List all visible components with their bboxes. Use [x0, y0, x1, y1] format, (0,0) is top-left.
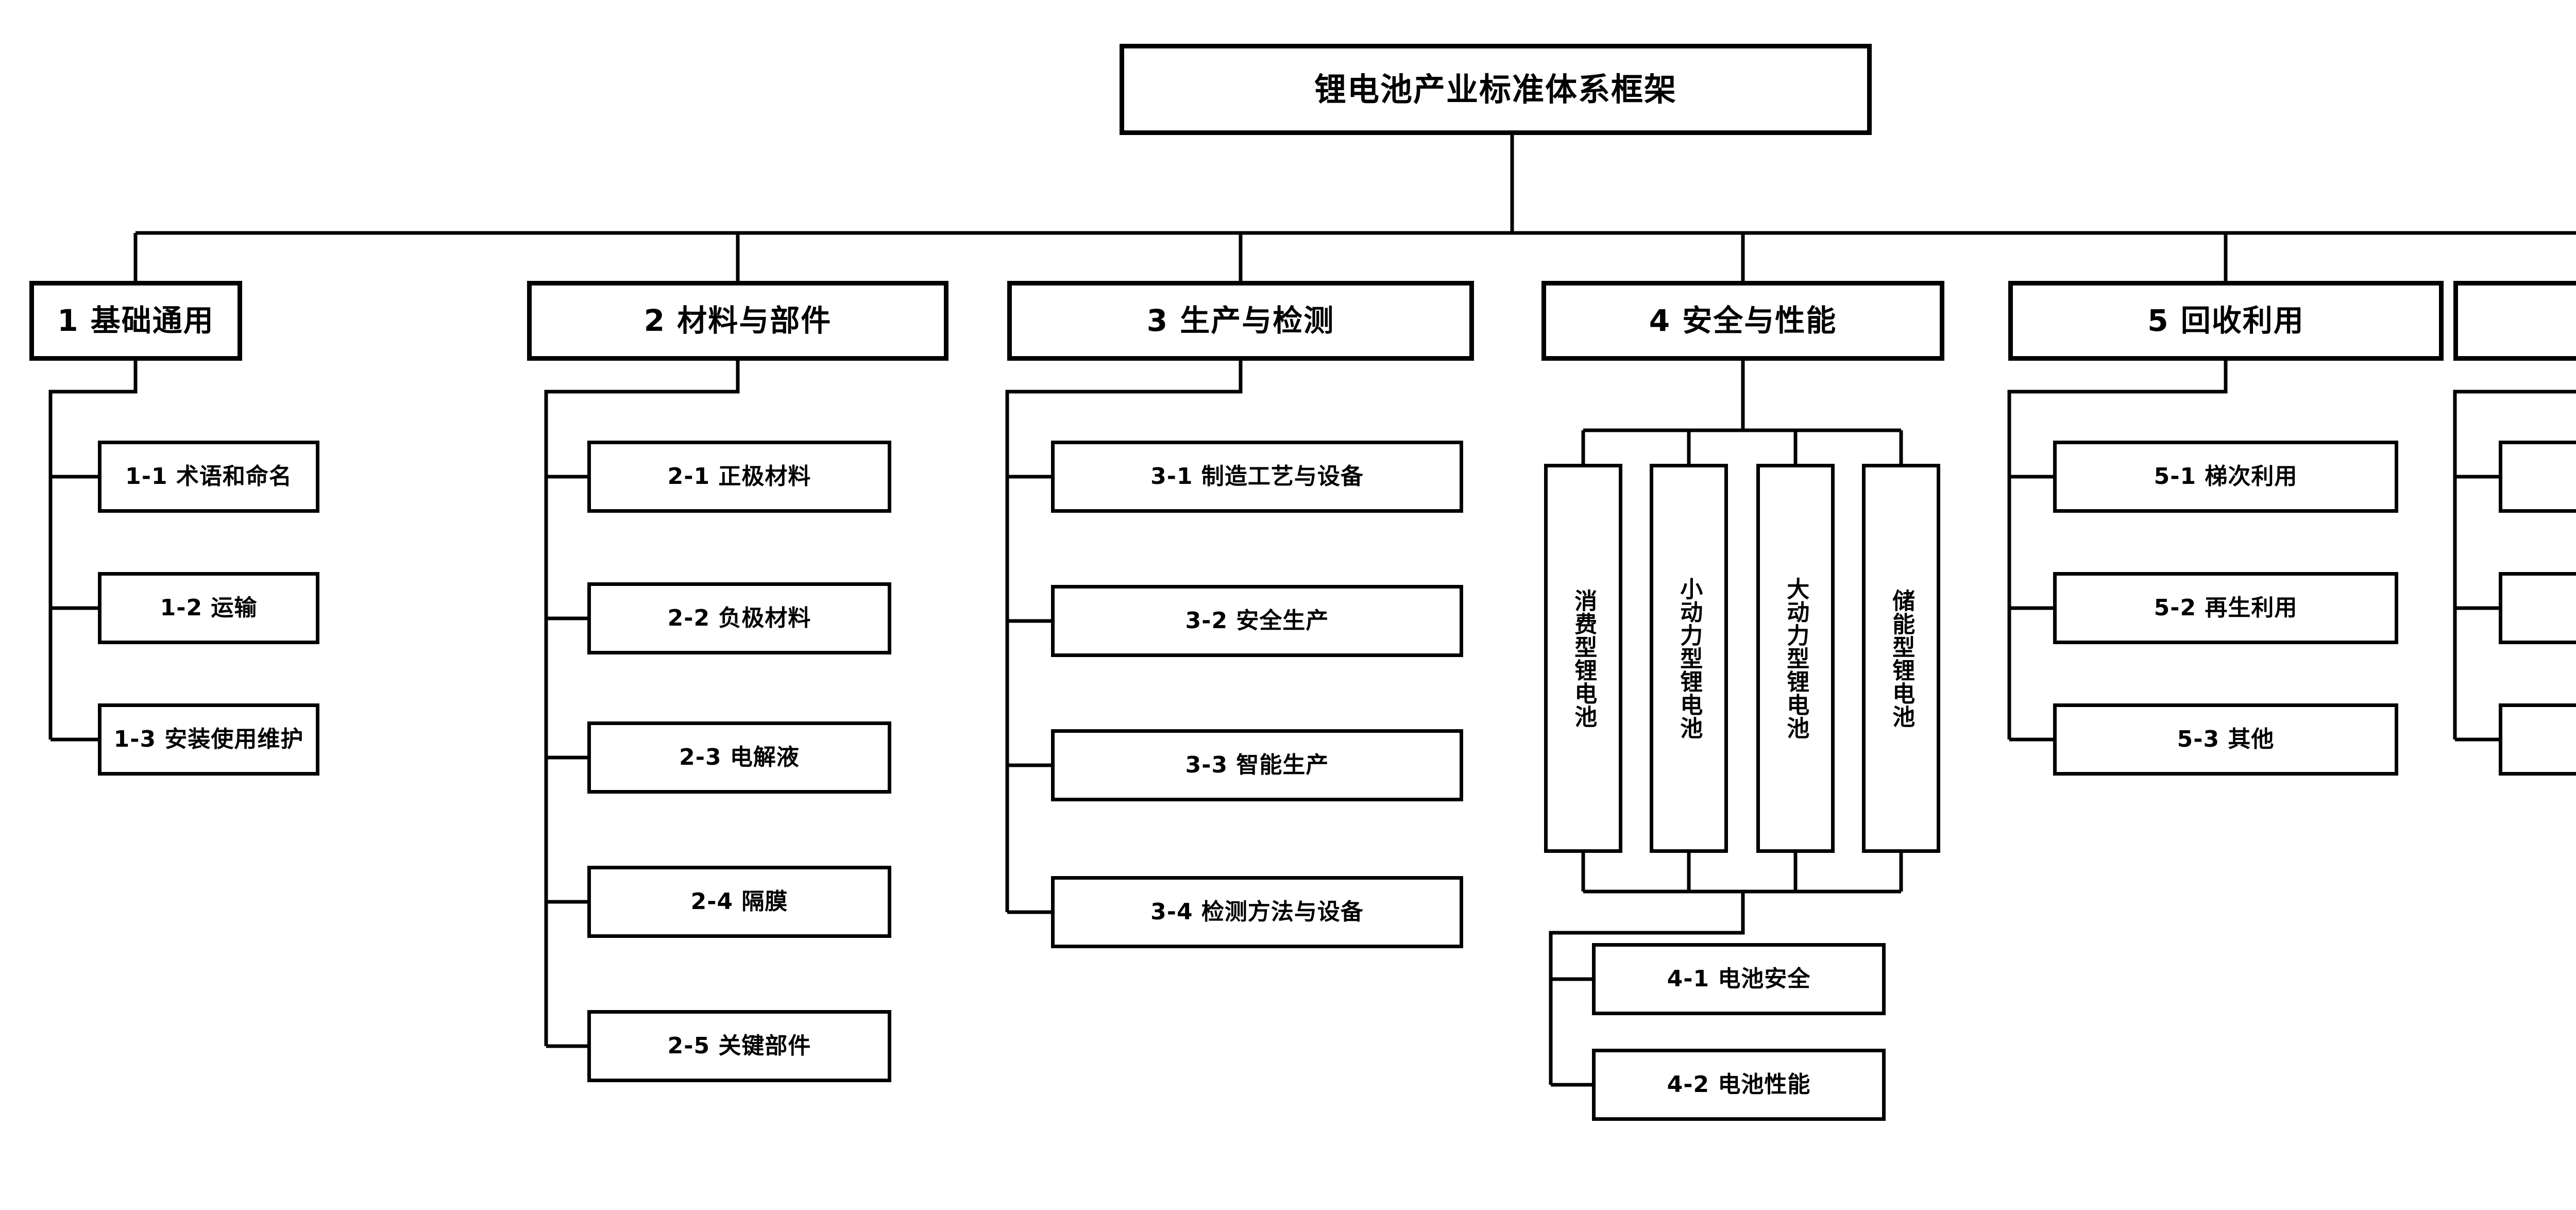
root-node-label: 锂电池产业标准体系框架 [1314, 70, 1677, 108]
node-4-1-label: 4-1 电池安全 [1667, 965, 1811, 992]
node-5-1[interactable]: 5-1 梯次利用 [2053, 441, 2398, 513]
node-5-1-label: 5-1 梯次利用 [2154, 463, 2298, 490]
node-3-3-label: 3-3 智能生产 [1185, 751, 1329, 778]
branch-5-node[interactable]: 5 回收利用 [2008, 281, 2444, 361]
branch-3-label: 3 生产与检测 [1146, 303, 1335, 339]
root-node[interactable]: 锂电池产业标准体系框架 [1120, 44, 1872, 135]
node-4-type-large-power-label: 大动力型锂电池 [1783, 577, 1809, 740]
branch-1-label: 1 基础通用 [57, 303, 214, 339]
node-4-type-consumer[interactable]: 消费型锂电池 [1544, 464, 1622, 853]
node-3-1[interactable]: 3-1 制造工艺与设备 [1051, 441, 1463, 513]
node-4-type-consumer-label: 消费型锂电池 [1570, 589, 1597, 728]
node-6-1[interactable]: 6-1 能源消耗限额 [2499, 441, 2576, 513]
node-1-2[interactable]: 1-2 运输 [98, 572, 319, 644]
node-1-1[interactable]: 1-1 术语和命名 [98, 441, 319, 513]
branch-4-node[interactable]: 4 安全与性能 [1541, 281, 1944, 361]
node-3-2-label: 3-2 安全生产 [1185, 607, 1329, 634]
node-4-type-large-power[interactable]: 大动力型锂电池 [1756, 464, 1835, 853]
branch-4-label: 4 安全与性能 [1649, 303, 1837, 339]
branch-2-node[interactable]: 2 材料与部件 [527, 281, 948, 361]
node-6-3[interactable]: 6-3 管理与评价 [2499, 703, 2576, 776]
node-2-5-label: 2-5 关键部件 [667, 1032, 811, 1059]
node-4-type-small-power-label: 小动力型锂电池 [1676, 577, 1703, 740]
node-1-1-label: 1-1 术语和命名 [125, 463, 292, 490]
node-2-1[interactable]: 2-1 正极材料 [587, 441, 891, 513]
branch-3-node[interactable]: 3 生产与检测 [1007, 281, 1474, 361]
node-4-type-small-power[interactable]: 小动力型锂电池 [1650, 464, 1728, 853]
node-5-3[interactable]: 5-3 其他 [2053, 703, 2398, 776]
node-4-type-storage[interactable]: 储能型锂电池 [1862, 464, 1940, 853]
branch-5-label: 5 回收利用 [2147, 303, 2304, 339]
node-2-3[interactable]: 2-3 电解液 [587, 721, 891, 794]
branch-2-label: 2 材料与部件 [643, 303, 832, 339]
branch-1-node[interactable]: 1 基础通用 [29, 281, 242, 361]
node-2-2-label: 2-2 负极材料 [667, 604, 811, 631]
node-1-2-label: 1-2 运输 [160, 594, 258, 621]
node-4-2[interactable]: 4-2 电池性能 [1592, 1049, 1886, 1121]
node-1-3-label: 1-3 安装使用维护 [113, 726, 304, 752]
node-2-1-label: 2-1 正极材料 [667, 463, 811, 490]
node-5-2-label: 5-2 再生利用 [2154, 594, 2298, 621]
node-4-2-label: 4-2 电池性能 [1667, 1071, 1811, 1098]
node-2-4[interactable]: 2-4 隔膜 [587, 866, 891, 938]
branch-6-node[interactable]: 6 绿色低碳 [2453, 281, 2576, 361]
node-5-3-label: 5-3 其他 [2177, 726, 2275, 752]
node-2-5[interactable]: 2-5 关键部件 [587, 1010, 891, 1082]
node-3-1-label: 3-1 制造工艺与设备 [1150, 463, 1364, 490]
node-5-2[interactable]: 5-2 再生利用 [2053, 572, 2398, 644]
node-3-3[interactable]: 3-3 智能生产 [1051, 729, 1463, 801]
node-3-2[interactable]: 3-2 安全生产 [1051, 585, 1463, 657]
node-4-1[interactable]: 4-1 电池安全 [1592, 943, 1886, 1015]
node-3-4-label: 3-4 检测方法与设备 [1150, 898, 1364, 925]
node-4-type-storage-label: 储能型锂电池 [1888, 589, 1915, 728]
node-6-2[interactable]: 6-2 碳足迹与碳排放核算 [2499, 572, 2576, 644]
node-2-2[interactable]: 2-2 负极材料 [587, 582, 891, 654]
node-3-4[interactable]: 3-4 检测方法与设备 [1051, 876, 1463, 948]
node-2-4-label: 2-4 隔膜 [690, 888, 788, 915]
node-2-3-label: 2-3 电解液 [679, 744, 800, 770]
node-1-3[interactable]: 1-3 安装使用维护 [98, 703, 319, 776]
